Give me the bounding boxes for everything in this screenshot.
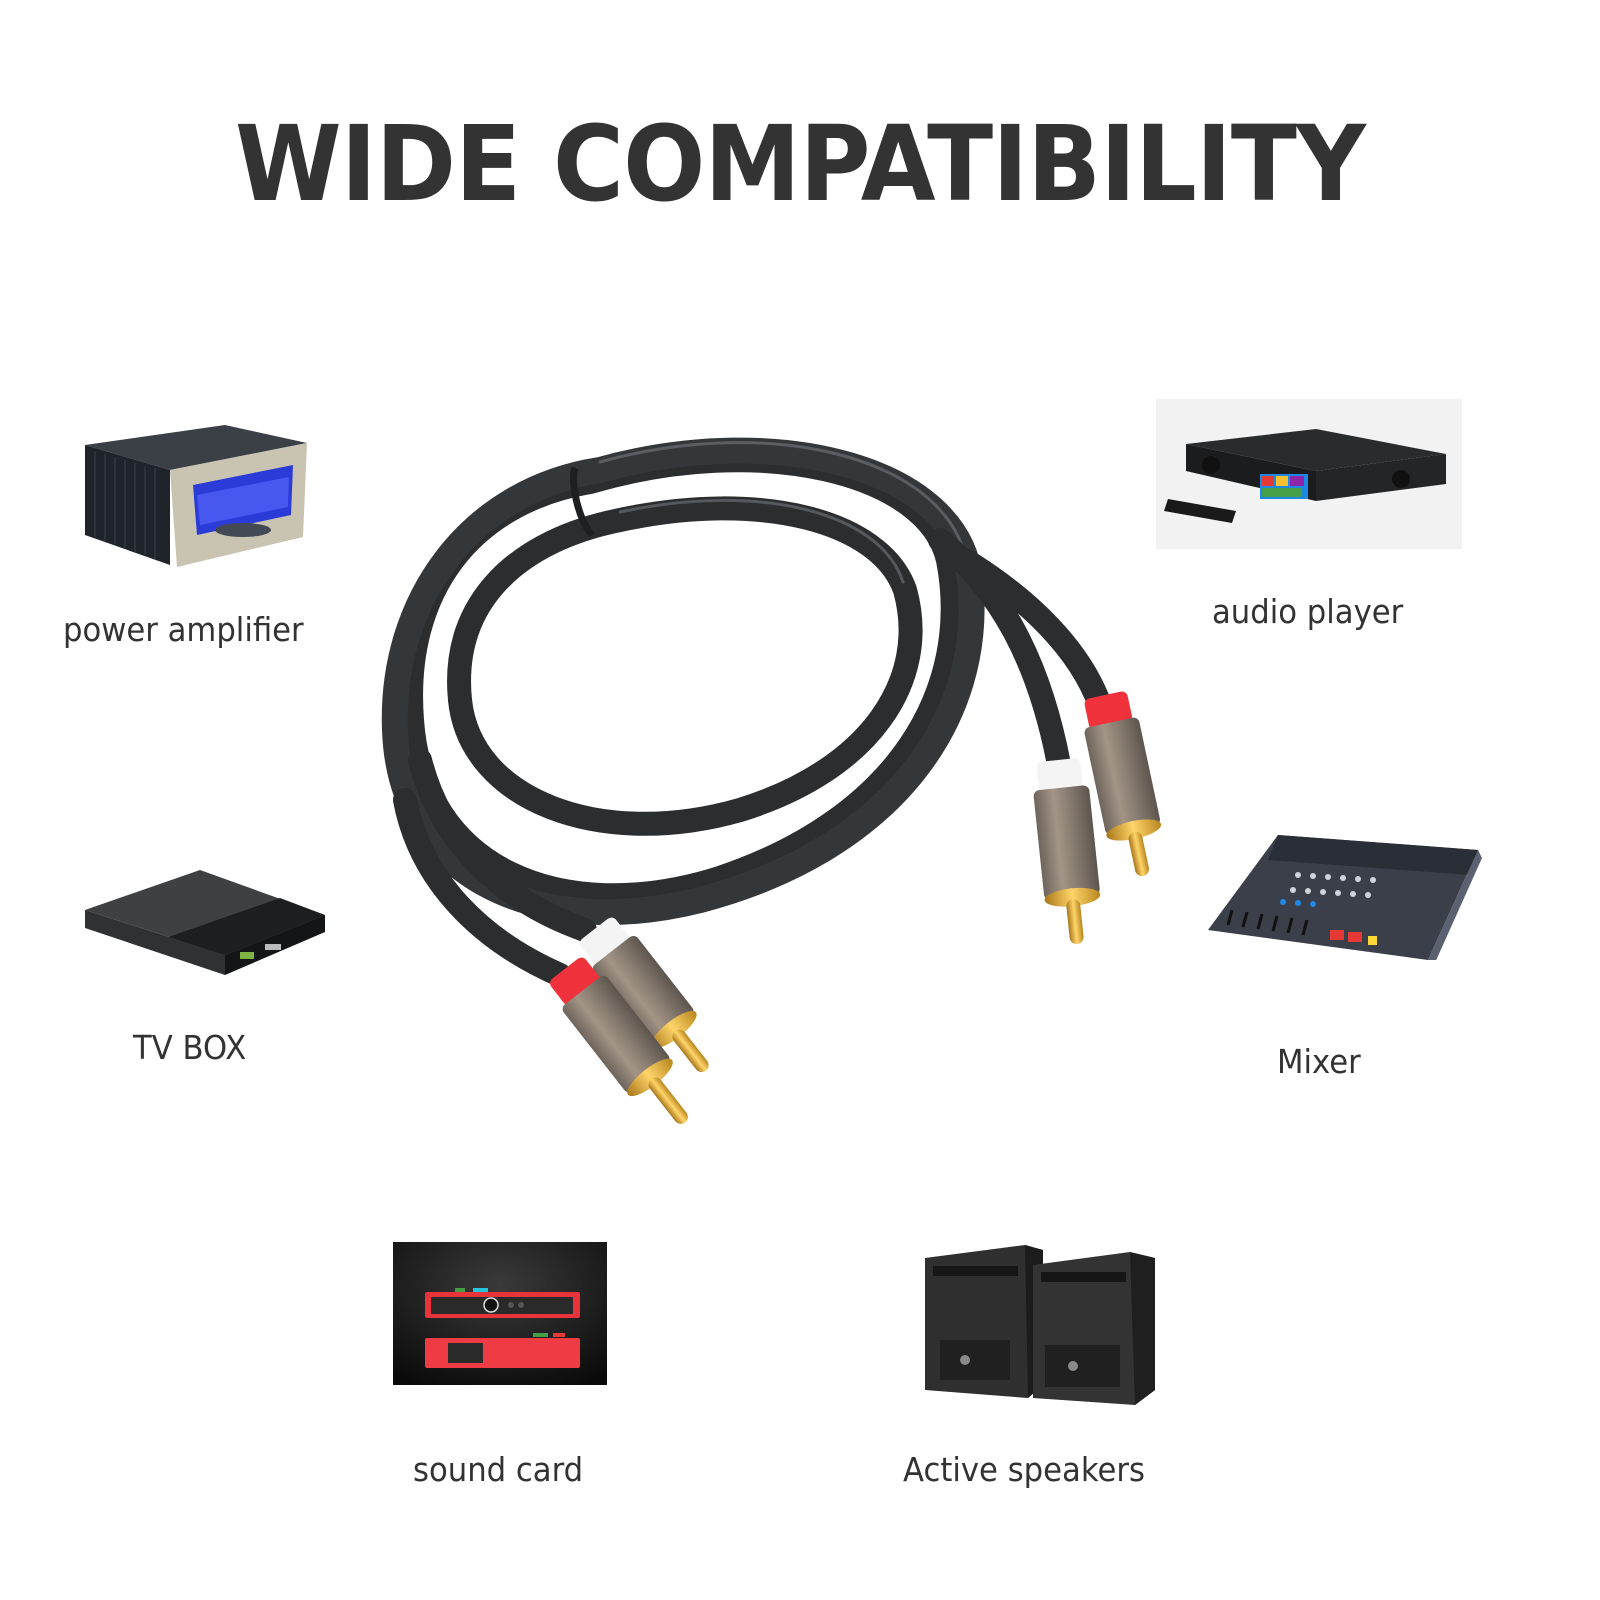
label-audio-player: audio player [1212,592,1404,631]
label-power-amplifier: power amplifier [63,610,304,649]
label-active-speakers: Active speakers [903,1450,1146,1489]
device-active-speakers [925,1240,1157,1410]
device-sound-card [393,1242,607,1385]
label-tv-box: TV BOX [133,1028,247,1067]
audio-player-icon [1156,399,1462,549]
device-mixer [1208,830,1483,960]
sound-card-icon [393,1242,607,1385]
label-mixer: Mixer [1277,1042,1361,1081]
tv-box-icon [85,870,325,975]
active-speakers-icon [925,1245,1155,1405]
page-title: WIDE COMPATIBILITY [234,103,1366,225]
mixer-icon [1208,835,1482,960]
label-sound-card: sound card [413,1450,584,1489]
power-amplifier-icon [85,425,307,567]
device-tv-box [80,870,325,990]
device-power-amplifier [75,425,310,570]
device-audio-player [1156,399,1462,549]
